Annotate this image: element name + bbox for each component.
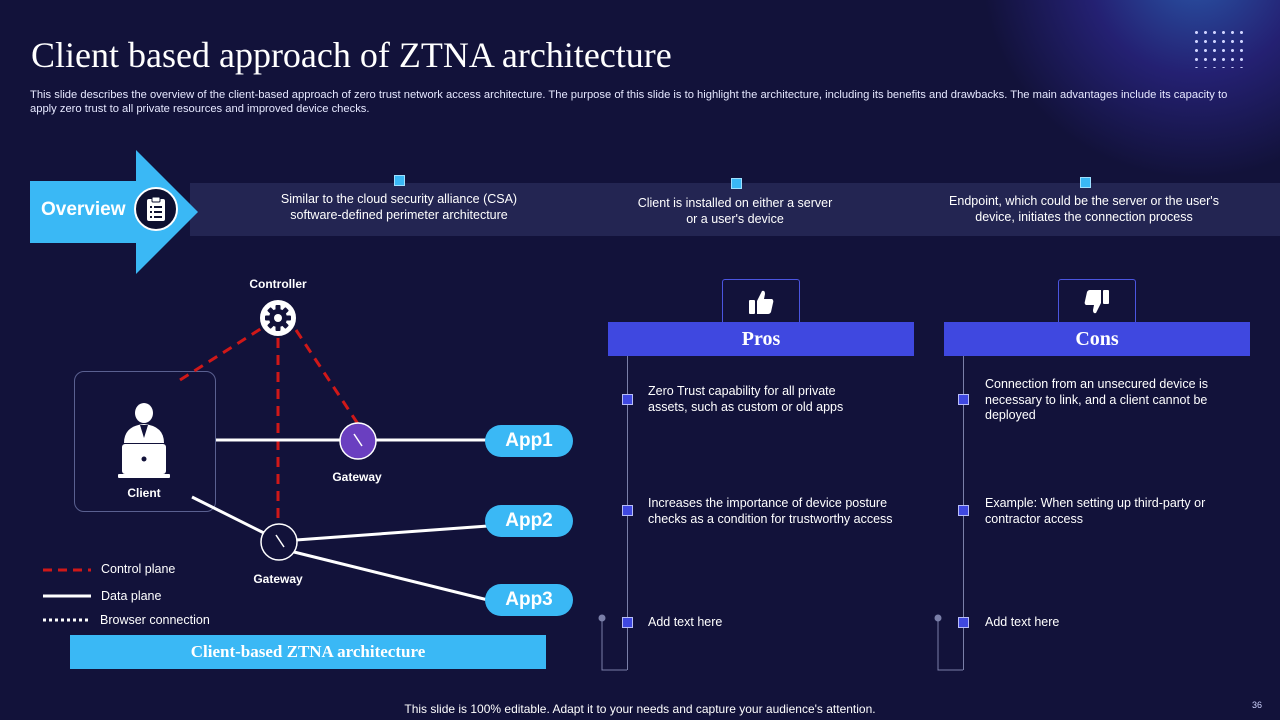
cons-timeline-end xyxy=(934,614,963,671)
cons-bullet-1 xyxy=(958,394,969,405)
cons-bullet-2 xyxy=(958,505,969,516)
legend-browser-connection: Browser connection xyxy=(100,613,210,627)
cons-bullet-3 xyxy=(958,617,969,628)
footer-note: This slide is 100% editable. Adapt it to… xyxy=(404,702,876,716)
gateway-top-label: Gateway xyxy=(332,470,382,484)
client-label: Client xyxy=(127,486,161,500)
gear-icon xyxy=(258,298,298,338)
pros-item-1: Zero Trust capability for all private as… xyxy=(648,384,844,414)
overview-label: Overview xyxy=(41,199,126,220)
overview-marker-1 xyxy=(394,175,405,186)
gateway-bottom-label: Gateway xyxy=(253,572,303,586)
data-line-client-gateway xyxy=(191,495,267,536)
controller-label: Controller xyxy=(249,277,307,291)
cons-item-1: Connection from an unsecured device is n… xyxy=(985,377,1209,422)
legend-control-plane: Control plane xyxy=(101,562,176,576)
overview-marker-3 xyxy=(1080,177,1091,188)
cons-header: Cons xyxy=(944,322,1250,356)
user-laptop-icon xyxy=(118,403,170,478)
thumbs-down-icon xyxy=(1058,279,1136,323)
overview-marker-2 xyxy=(731,178,742,189)
overview-arrow xyxy=(30,150,198,274)
clipboard-icon xyxy=(134,187,178,231)
pros-bullet-3 xyxy=(622,617,633,628)
cons-item-3: Add text here xyxy=(985,615,1060,629)
pros-bullet-1 xyxy=(622,394,633,405)
app2-pill: App2 xyxy=(485,505,573,537)
pros-header: Pros xyxy=(608,322,914,356)
client-box xyxy=(74,371,216,512)
pros-timeline-end xyxy=(598,614,627,671)
thumbs-up-icon xyxy=(722,279,800,323)
legend-data-plane: Data plane xyxy=(101,589,162,603)
overview-point-3: Endpoint, which could be the server or t… xyxy=(949,194,1219,224)
diagram-caption: Client-based ZTNA architecture xyxy=(70,635,546,669)
control-line-client xyxy=(179,326,263,382)
overview-band xyxy=(190,183,1280,236)
control-line-gateway-top xyxy=(294,329,360,425)
data-line-app3 xyxy=(293,550,489,602)
pros-bullet-2 xyxy=(622,505,633,516)
pros-item-3: Add text here xyxy=(648,615,723,629)
app1-pill: App1 xyxy=(485,425,573,457)
dot-grid-decoration xyxy=(1192,28,1246,68)
data-line-app2 xyxy=(295,524,489,542)
cons-item-2: Example: When setting up third-party or … xyxy=(985,496,1206,526)
page-number: 36 xyxy=(1252,700,1263,710)
gateway-bottom-icon xyxy=(260,523,298,561)
app3-pill: App3 xyxy=(485,584,573,616)
page-title: Client based approach of ZTNA architectu… xyxy=(31,35,672,75)
pros-item-2: Increases the importance of device postu… xyxy=(648,496,893,526)
overview-point-2: Client is installed on either a server o… xyxy=(637,196,833,226)
overview-point-1: Similar to the cloud security alliance (… xyxy=(280,192,518,222)
gateway-top-icon xyxy=(339,422,377,460)
page-description: This slide describes the overview of the… xyxy=(30,89,1228,115)
